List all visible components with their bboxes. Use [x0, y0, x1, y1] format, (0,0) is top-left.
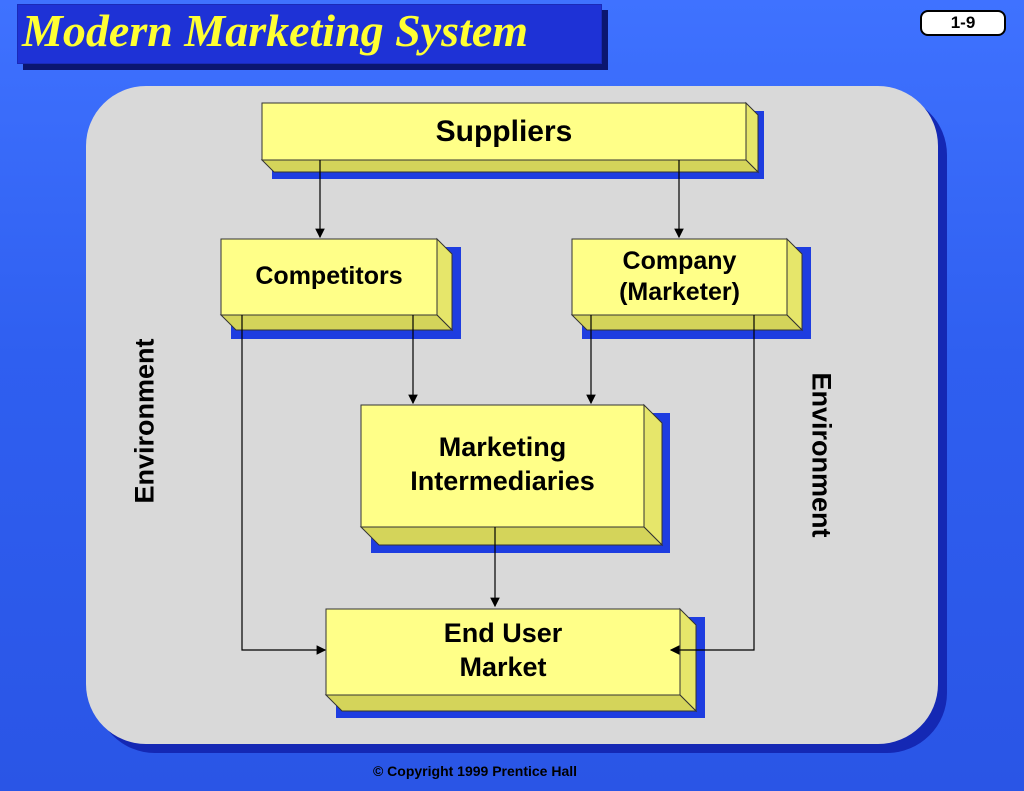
- end-user-label: End User Market: [443, 618, 563, 682]
- suppliers-label: Suppliers: [435, 114, 573, 148]
- intermediaries-box: [359, 403, 670, 553]
- copyright-footer: © Copyright 1999 Prentice Hall: [372, 763, 578, 779]
- company-label: Company (Marketer): [619, 246, 740, 306]
- company-box: [570, 237, 811, 339]
- end-user-box: [324, 607, 705, 718]
- competitors-box: [219, 237, 461, 339]
- intermediaries-label: Marketing Intermediaries: [410, 432, 595, 496]
- slide-title: Modern Marketing System: [22, 5, 529, 56]
- suppliers-box: [260, 101, 764, 179]
- connectors: [241, 160, 755, 655]
- arrow-competitors-enduser: [241, 315, 327, 655]
- environment-label-left: Environment: [129, 338, 160, 504]
- slide-number: 1-9: [920, 10, 1006, 36]
- competitors-label: Competitors: [255, 262, 403, 291]
- title-box: [17, 4, 602, 64]
- environment-label-right: Environment: [806, 372, 837, 538]
- arrow-company-enduser: [669, 315, 755, 655]
